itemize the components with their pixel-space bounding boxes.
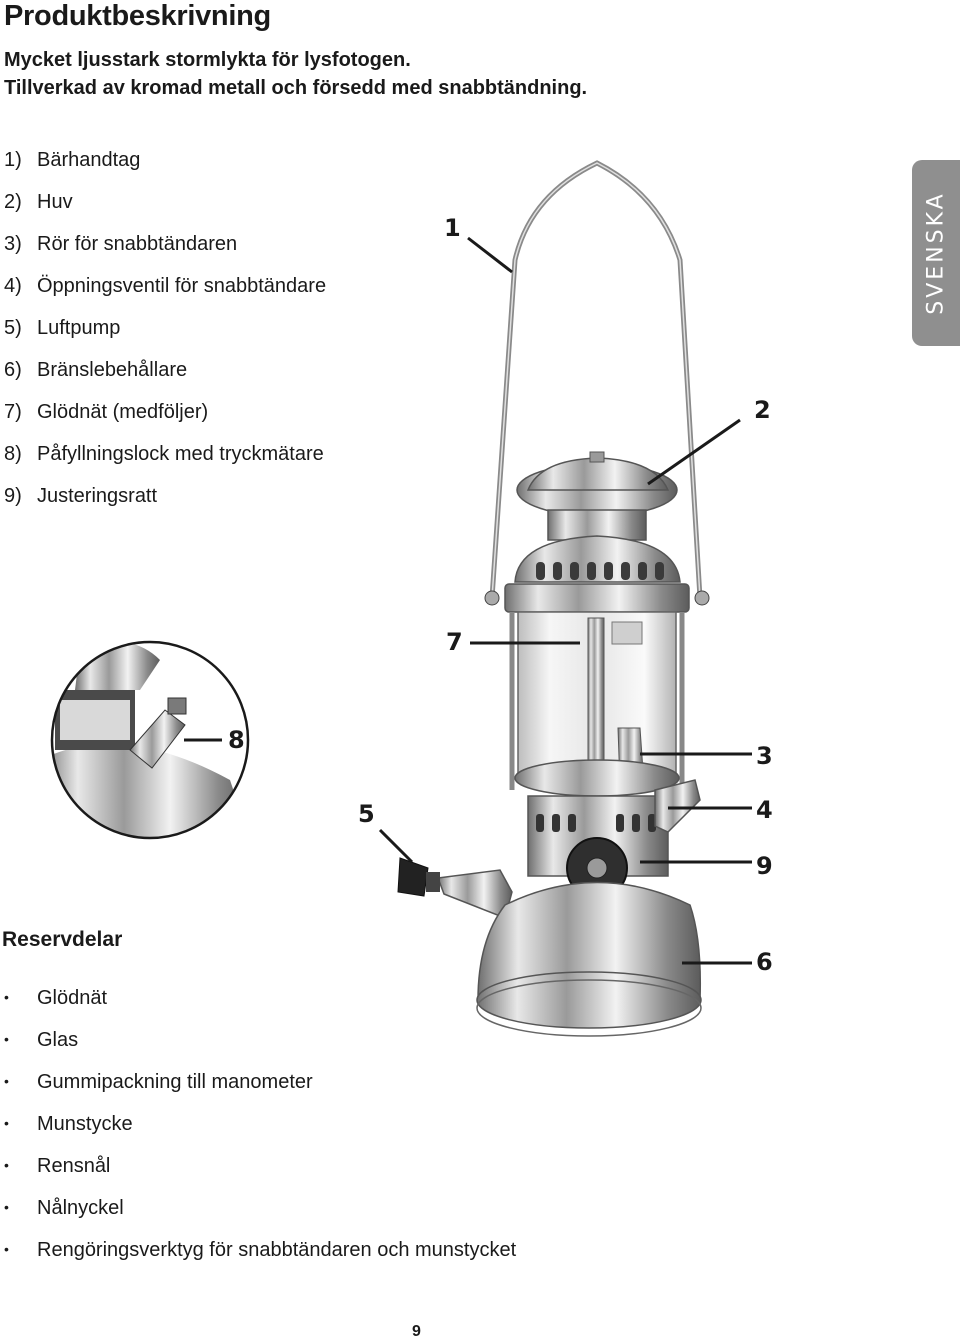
spares-list: • Glödnät • Glas • Gummipackning till manom…: [4, 983, 516, 1277]
spare-label: Glas: [37, 1029, 79, 1051]
bullet: •: [4, 1115, 9, 1131]
bullet: •: [4, 1157, 9, 1173]
leader-line-2: [647, 418, 741, 486]
part-number: 5): [4, 317, 22, 339]
callout-1: 1: [444, 214, 461, 242]
callout-3: 3: [756, 742, 773, 770]
callout-7: 7: [446, 628, 463, 656]
part-label: Glödnät (medföljer): [37, 401, 209, 423]
list-item: 6) Bränslebehållare: [4, 356, 326, 398]
bullet: •: [4, 1073, 9, 1089]
list-item: • Rengöringsverktyg för snabbtändaren och…: [4, 1235, 516, 1277]
callout-9: 9: [756, 852, 773, 880]
part-label: Bärhandtag: [37, 149, 141, 171]
subtitle-line-2: Tillverkad av kromad metall och försedd …: [4, 77, 588, 99]
bullet: •: [4, 989, 9, 1005]
subtitle-line-1: Mycket ljusstark stormlykta för lysfotog…: [4, 49, 411, 71]
list-item: 1) Bärhandtag: [4, 146, 326, 188]
part-number: 8): [4, 443, 22, 465]
spare-label: Gummipackning till manometer: [37, 1071, 313, 1093]
spare-label: Rensnål: [37, 1155, 111, 1177]
part-number: 7): [4, 401, 22, 423]
list-item: 2) Huv: [4, 188, 326, 230]
part-label: Huv: [37, 191, 73, 213]
callout-5: 5: [358, 800, 375, 828]
part-label: Justeringsratt: [37, 485, 158, 507]
list-item: • Glas: [4, 1025, 516, 1067]
spare-label: Rengöringsverktyg för snabbtändaren och …: [37, 1239, 517, 1261]
spare-label: Glödnät: [37, 987, 108, 1009]
spare-label: Nålnyckel: [37, 1197, 124, 1219]
list-item: 7) Glödnät (medföljer): [4, 398, 326, 440]
list-item: • Glödnät: [4, 983, 516, 1025]
callout-6: 6: [756, 948, 773, 976]
bullet: •: [4, 1241, 9, 1257]
spare-label: Munstycke: [37, 1113, 133, 1135]
list-item: • Gummipackning till manometer: [4, 1067, 516, 1109]
bullet: •: [4, 1031, 9, 1047]
part-label: Påfyllningslock med tryckmätare: [37, 443, 324, 465]
callout-4: 4: [756, 796, 773, 824]
page-title: Produktbeskrivning: [4, 0, 271, 32]
list-item: 9) Justeringsratt: [4, 482, 326, 524]
part-label: Rör för snabbtändaren: [37, 233, 238, 255]
part-label: Luftpump: [37, 317, 121, 339]
callout-8: 8: [228, 726, 245, 754]
list-item: 4) Öppningsventil för snabbtändare: [4, 272, 326, 314]
product-subtitle: Mycket ljusstark stormlykta för lysfotog…: [4, 46, 587, 102]
part-number: 3): [4, 233, 22, 255]
part-number: 2): [4, 191, 22, 213]
list-item: 5) Luftpump: [4, 314, 326, 356]
parts-list: 1) Bärhandtag 2) Huv 3) Rör för snabbtändar…: [4, 146, 326, 524]
list-item: • Nålnyckel: [4, 1193, 516, 1235]
part-number: 9): [4, 485, 22, 507]
page-number: 9: [412, 1323, 421, 1340]
language-tab: SVENSKA: [912, 160, 960, 346]
leader-line-5: [378, 828, 414, 864]
list-item: 8) Påfyllningslock med tryckmätare: [4, 440, 326, 482]
mantle: [611, 621, 643, 645]
part-number: 4): [4, 275, 22, 297]
preheater-valve: [654, 779, 701, 833]
list-item: • Munstycke: [4, 1109, 516, 1151]
bullet: •: [4, 1199, 9, 1215]
list-item: 3) Rör för snabbtändaren: [4, 230, 326, 272]
part-number: 6): [4, 359, 22, 381]
callout-2: 2: [754, 396, 771, 424]
part-label: Öppningsventil för snabbtändare: [37, 275, 327, 297]
part-label: Bränslebehållare: [37, 359, 188, 381]
leader-line-1: [467, 236, 513, 274]
part-number: 1): [4, 149, 22, 171]
list-item: • Rensnål: [4, 1151, 516, 1193]
spares-heading: Reservdelar: [2, 928, 123, 951]
